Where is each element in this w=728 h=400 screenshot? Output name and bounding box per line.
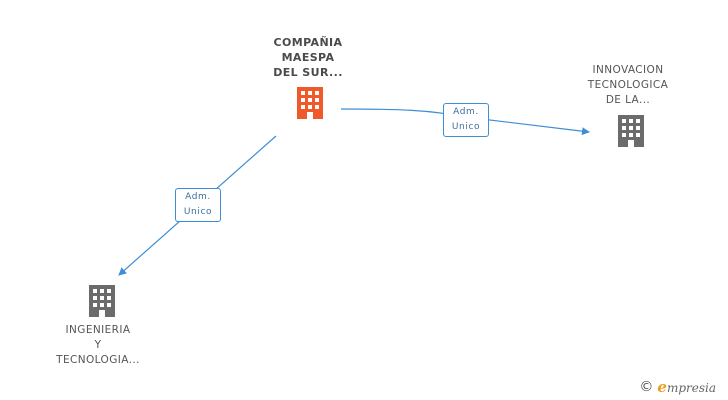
empresia-logo-initial: e: [657, 378, 667, 396]
right-label-line3: DE LA...: [605, 94, 651, 106]
role-badge-right[interactable]: Adm. Unico: [443, 103, 489, 137]
copyright-symbol: ©: [639, 379, 654, 395]
left-label-line1: INGENIERIA: [65, 324, 131, 336]
role-badge-right-line1: Adm.: [453, 107, 479, 117]
right-label-line1: INNOVACION: [592, 64, 664, 76]
role-badge-right-line2: Unico: [451, 122, 481, 132]
left-company-label[interactable]: INGENIERIA Y TECNOLOGIA...: [38, 323, 158, 368]
role-badge-left-line1: Adm.: [185, 192, 211, 202]
building-icon-left[interactable]: [85, 284, 119, 318]
right-company-label[interactable]: INNOVACION TECNOLOGICA DE LA...: [568, 63, 688, 108]
building-icon-right[interactable]: [614, 114, 648, 148]
empresia-watermark: © empresia: [639, 378, 716, 396]
empresia-logo: empresia: [657, 378, 716, 396]
role-badge-left-line2: Unico: [183, 207, 213, 217]
main-label-line2: MAESPA: [281, 51, 335, 64]
building-icon-main[interactable]: [293, 86, 327, 120]
empresia-logo-text: mpresia: [666, 381, 716, 395]
left-label-line2: Y: [94, 339, 102, 351]
left-label-line3: TECNOLOGIA...: [56, 354, 140, 366]
main-label-line3: DEL SUR...: [273, 66, 343, 79]
right-label-line2: TECNOLOGICA: [587, 79, 669, 91]
main-company-label[interactable]: COMPAÑIA MAESPA DEL SUR...: [248, 35, 368, 80]
main-label-line1: COMPAÑIA: [273, 36, 343, 49]
role-badge-left[interactable]: Adm. Unico: [175, 188, 221, 222]
